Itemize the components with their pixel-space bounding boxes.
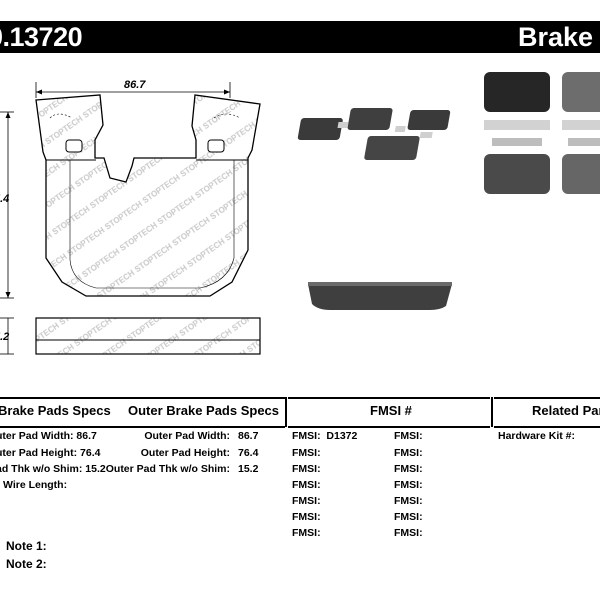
header-bar: 0.13720 Brake P	[0, 21, 600, 53]
table-top-rule-left	[0, 397, 285, 399]
inner-spec-row: ad Thk w/o Shim: 15.2	[0, 463, 106, 475]
fmsi-row: FMSI:	[292, 479, 321, 491]
fmsi-row: FMSI:	[394, 479, 423, 491]
fmsi-row: FMSI:	[394, 495, 423, 507]
table-top-rule-mid	[288, 397, 490, 399]
fmsi-row: FMSI:	[394, 511, 423, 523]
hardware-kit-label: Hardware Kit #:	[498, 430, 576, 442]
product-photo-set	[297, 72, 600, 310]
table-header-rule-mid	[288, 426, 490, 428]
height-dimension: 5.4	[0, 111, 14, 299]
width-dimension: 86.7	[35, 79, 231, 98]
outer-specs-heading: Outer Brake Pads Specs	[128, 403, 280, 418]
fmsi-row: FMSI:	[292, 527, 321, 539]
pad-side-view: 5.2	[0, 317, 261, 355]
outer-spec-label: Outer Pad Thk w/o Shim:	[105, 463, 230, 475]
fmsi-row: FMSI:	[292, 447, 321, 459]
outer-spec-value: 15.2	[238, 463, 259, 475]
pad-drawing: STOPTECH 86.7 5.4 5.2	[0, 72, 600, 355]
fmsi-row: FMSI: D1372	[292, 430, 358, 442]
thickness-dimension-label: 5.2	[0, 331, 9, 343]
note-2-label: Note 2:	[6, 557, 47, 571]
note-1-label: Note 1:	[6, 539, 47, 553]
fmsi-row: FMSI:	[394, 463, 423, 475]
part-number: 0.13720	[0, 22, 83, 52]
table-header-rule-left	[0, 426, 285, 428]
page-title: Brake P	[518, 22, 600, 52]
fmsi-row: FMSI:	[394, 447, 423, 459]
table-header-rule-right	[494, 426, 600, 428]
fmsi-row: FMSI:	[292, 495, 321, 507]
fmsi-row: FMSI:	[394, 430, 423, 442]
column-divider-2	[491, 397, 493, 427]
outer-spec-label: Outer Pad Width:	[144, 430, 230, 442]
outer-spec-label: Outer Pad Height:	[140, 447, 230, 459]
inner-spec-row: uter Pad Width: 86.7	[0, 430, 97, 442]
width-dimension-label: 86.7	[124, 79, 146, 91]
outer-spec-value: 76.4	[238, 447, 259, 459]
fmsi-row: FMSI:	[292, 511, 321, 523]
inner-spec-row: r Wire Length:	[0, 479, 68, 491]
fmsi-heading: FMSI #	[370, 403, 412, 418]
column-divider-1	[285, 397, 287, 427]
table-top-rule-right	[494, 397, 600, 399]
height-dimension-label: 5.4	[0, 193, 9, 205]
fmsi-row: FMSI:	[292, 463, 321, 475]
outer-spec-value: 86.7	[238, 430, 259, 442]
inner-specs-heading: Brake Pads Specs	[0, 403, 111, 418]
related-parts-heading: Related Par	[532, 403, 600, 418]
inner-spec-row: uter Pad Height: 76.4	[0, 447, 101, 459]
pad-outline	[35, 94, 261, 297]
fmsi-row: FMSI:	[394, 527, 423, 539]
